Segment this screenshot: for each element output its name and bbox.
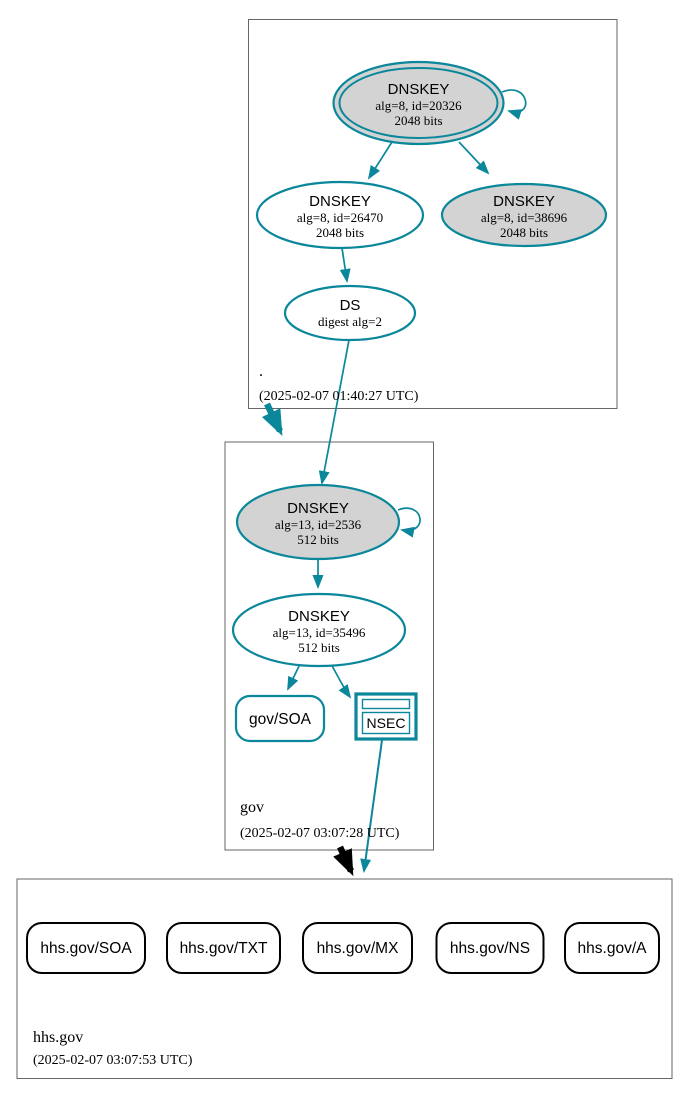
root-key3-ellipse (440, 182, 608, 248)
root-zsk-detail2: 2048 bits (316, 225, 364, 240)
hhs-gov-mx-label: hhs.gov/MX (317, 940, 400, 957)
hhs-zone-timestamp: (2025-02-07 03:07:53 UTC) (33, 1053, 193, 1068)
zone-box-root (248, 19, 618, 409)
root-ds-detail1: digest alg=2 (318, 314, 382, 329)
root-ksk-title: DNSKEY (388, 81, 450, 98)
hhs-gov-txt-label: hhs.gov/TXT (180, 940, 268, 957)
gov-zsk-title: DNSKEY (288, 608, 350, 625)
node-hhs-gov-txt-rrset[interactable]: hhs.gov/TXT (166, 922, 281, 974)
hhs-gov-soa-box (26, 922, 146, 974)
root-ksk-detail2: 2048 bits (394, 113, 442, 128)
root-zsk-detail1: alg=8, id=26470 (297, 210, 383, 225)
gov-ksk-detail1: alg=13, id=2536 (275, 517, 362, 532)
zone-box-hhs-gov (16, 878, 673, 1079)
root-ksk-outer-ellipse (332, 60, 505, 146)
gov-zsk-ellipse (231, 592, 407, 668)
gov-zone-name: gov (240, 799, 264, 816)
hhs-gov-ns-box (435, 922, 545, 974)
root-ds-title: DS (340, 297, 361, 314)
root-key3-detail1: alg=8, id=38696 (481, 210, 568, 225)
edge-gov-zsk-to-nsec (330, 663, 352, 699)
node-root-ksk-dnskey-20326[interactable]: DNSKEY alg=8, id=20326 2048 bits (332, 60, 505, 146)
gov-zsk-detail1: alg=13, id=35496 (273, 625, 366, 640)
gov-nsec-label-cell (361, 711, 411, 735)
edge-root-zone-to-gov-zone-secure-delegation (261, 402, 283, 437)
node-hhs-gov-a-rrset[interactable]: hhs.gov/A (564, 922, 660, 974)
root-zsk-ellipse (255, 180, 425, 250)
hhs-gov-mx-box (302, 922, 413, 974)
node-root-ds[interactable]: DS digest alg=2 (283, 284, 417, 342)
node-gov-soa-rrset[interactable]: gov/SOA (234, 694, 326, 743)
gov-zsk-detail2: 512 bits (298, 640, 340, 655)
node-gov-ksk-dnskey-2536[interactable]: DNSKEY alg=13, id=2536 512 bits (235, 483, 401, 561)
gov-soa-box (234, 694, 326, 743)
edge-root-zsk-to-ds (339, 247, 351, 283)
edge-gov-ksk-self-signature (397, 507, 421, 538)
gov-ksk-detail2: 512 bits (297, 532, 339, 547)
edge-nsec-to-hhs-zone (360, 739, 383, 873)
root-zone-name: . (259, 363, 263, 380)
gov-ksk-ellipse (235, 483, 401, 561)
node-root-zsk-dnskey-26470[interactable]: DNSKEY alg=8, id=26470 2048 bits (255, 180, 425, 250)
hhs-gov-ns-label: hhs.gov/NS (450, 940, 530, 957)
node-hhs-gov-mx-rrset[interactable]: hhs.gov/MX (302, 922, 413, 974)
hhs-gov-a-box (564, 922, 660, 974)
gov-soa-label: gov/SOA (249, 711, 312, 728)
hhs-zone-name: hhs.gov (33, 1029, 83, 1046)
root-ksk-inner-ellipse (338, 67, 499, 139)
root-ds-ellipse (283, 284, 417, 342)
node-hhs-gov-ns-rrset[interactable]: hhs.gov/NS (435, 922, 545, 974)
gov-nsec-header-cell (361, 698, 411, 710)
edge-root-ksk-self-signature (501, 89, 527, 120)
gov-ksk-title: DNSKEY (287, 500, 349, 517)
node-gov-zsk-dnskey-35496[interactable]: DNSKEY alg=13, id=35496 512 bits (231, 592, 407, 668)
edge-root-ksk-to-key-38696 (458, 141, 490, 175)
hhs-gov-a-label: hhs.gov/A (578, 940, 648, 957)
root-key3-detail2: 2048 bits (500, 225, 548, 240)
root-zone-timestamp: (2025-02-07 01:40:27 UTC) (259, 389, 419, 404)
node-gov-nsec[interactable]: NSEC (354, 692, 418, 741)
gov-zone-timestamp: (2025-02-07 03:07:28 UTC) (240, 826, 400, 841)
root-zsk-title: DNSKEY (309, 193, 371, 210)
edge-ds-to-gov-ksk (318, 339, 350, 485)
hhs-gov-soa-label: hhs.gov/SOA (40, 940, 132, 957)
root-key3-title: DNSKEY (493, 193, 555, 210)
edge-gov-zsk-to-soa (287, 663, 301, 691)
node-hhs-gov-soa-rrset[interactable]: hhs.gov/SOA (26, 922, 146, 974)
edge-root-ksk-to-zsk-26470 (367, 141, 393, 180)
node-root-dnskey-38696[interactable]: DNSKEY alg=8, id=38696 2048 bits (440, 182, 608, 248)
gov-nsec-label: NSEC (367, 715, 406, 731)
hhs-gov-txt-box (166, 922, 281, 974)
edge-gov-zone-to-hhs-zone-insecure-delegation (333, 845, 354, 877)
root-ksk-detail1: alg=8, id=20326 (375, 98, 462, 113)
